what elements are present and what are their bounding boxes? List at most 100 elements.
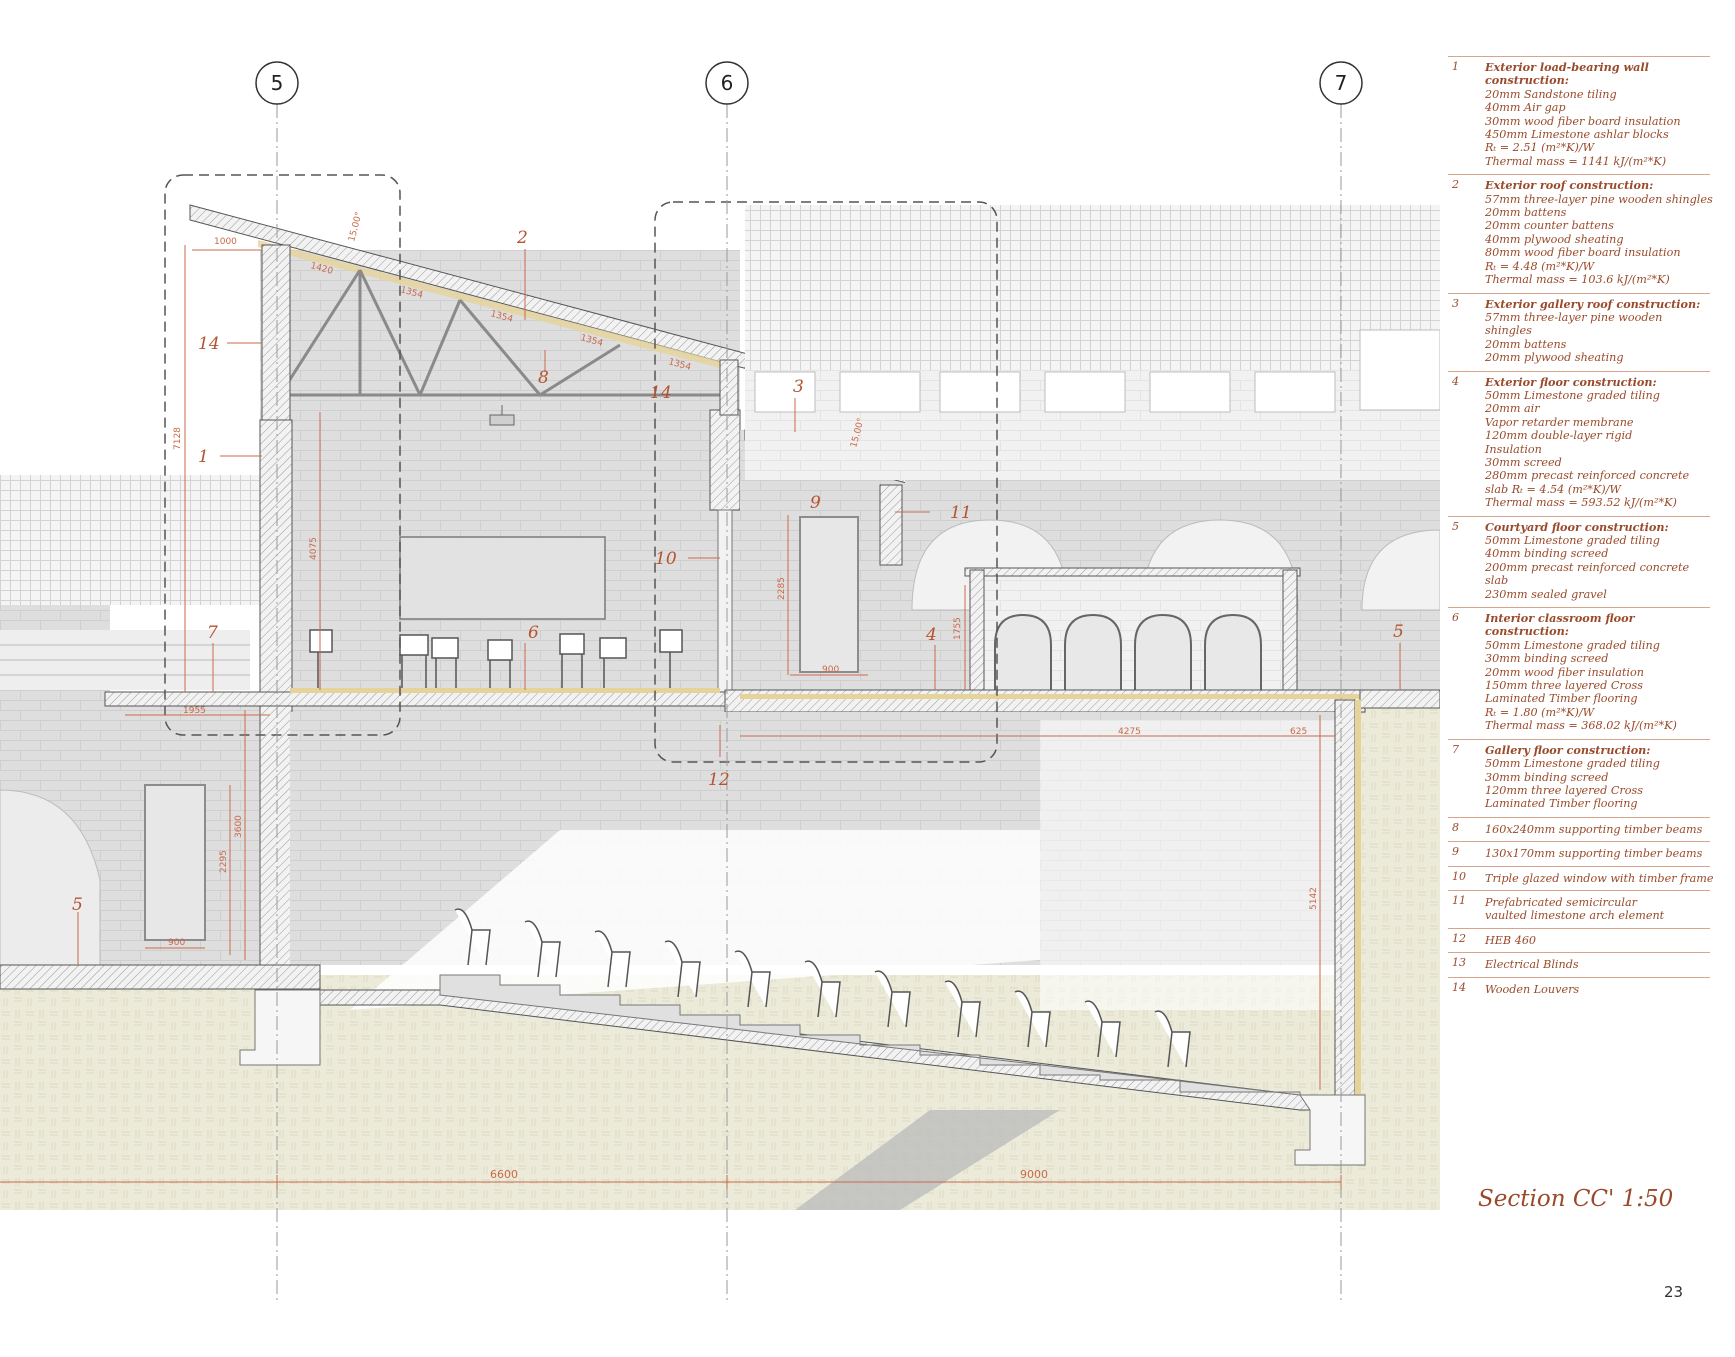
callout-9: 9 <box>810 493 821 513</box>
whiteboard <box>399 536 606 620</box>
legend-item-line: 30mm binding screed <box>1485 770 1609 784</box>
footing-right <box>1294 1094 1366 1166</box>
right-wall-insulation <box>1355 700 1361 1095</box>
legend-item-number: 11 <box>1452 893 1466 907</box>
legend-item-number: 9 <box>1452 845 1459 859</box>
dimension-lines <box>0 245 1342 1189</box>
legend-item-number: 2 <box>1452 178 1459 192</box>
lecture-hall-light <box>350 830 1040 1010</box>
legend-item-line: HEB 460 <box>1485 933 1537 947</box>
dim-1000: 1000 <box>214 237 237 247</box>
legend-item-line: Prefabricated semicircular <box>1485 895 1637 909</box>
legend-item-line: 30mm screed <box>1485 455 1562 469</box>
legend-item-line: Thermal mass = 368.02 kJ/(m²*K) <box>1485 719 1677 733</box>
legend-item-line: 120mm three layered Cross <box>1485 783 1643 797</box>
legend-item-line: 120mm double-layer rigid <box>1485 429 1633 443</box>
legend-item-number: 8 <box>1452 820 1459 834</box>
legend-item-line: 50mm Limestone graded tiling <box>1485 638 1660 652</box>
louver-bands <box>754 329 1440 413</box>
legend-item-number: 4 <box>1452 374 1459 388</box>
legend-item-number: 14 <box>1452 980 1466 994</box>
wall-axis-6-upper <box>719 359 739 416</box>
legend-item-line: 57mm three-layer pine wooden shingles <box>1485 192 1713 206</box>
detail-box-1 <box>164 174 401 736</box>
dim-625: 625 <box>1290 727 1307 737</box>
left-door <box>144 784 206 941</box>
callout-4: 4 <box>925 625 937 645</box>
roof-truss <box>278 269 725 397</box>
dim-900-gallery: 900 <box>822 665 839 675</box>
legend-item-line: 230mm sealed gravel <box>1485 587 1607 601</box>
legend-item-line: 20mm plywood sheating <box>1485 351 1624 365</box>
legend-item-line: Thermal mass = 1141 kJ/(m²*K) <box>1485 154 1667 168</box>
grid-bubble-7 <box>1319 61 1363 105</box>
legend-item-line: 450mm Limestone ashlar blocks <box>1485 128 1669 142</box>
legend-item-line: shingles <box>1485 324 1532 338</box>
legend-item-line: Rₜ = 1.80 (m²*K)/W <box>1485 705 1595 719</box>
legend-item: 3 Exterior gallery roof construction:57mm… <box>1448 292 1710 371</box>
grid-label-7: 7 <box>1335 71 1348 95</box>
grid-bubble-5 <box>255 61 299 105</box>
legend-item-line: 57mm three-layer pine wooden <box>1485 310 1663 324</box>
exterior-floor-slab <box>724 689 1366 713</box>
pavilion-roof <box>964 567 1301 577</box>
legend-item-line: 50mm Limestone graded tiling <box>1485 534 1660 547</box>
legend-item-line: 20mm battens <box>1485 206 1567 220</box>
legend-item-line: 50mm Limestone graded tiling <box>1485 757 1660 771</box>
dim-2295: 2295 <box>219 850 229 873</box>
right-retaining-wall <box>1334 699 1356 1096</box>
dim-7128: 7128 <box>173 427 183 450</box>
legend-item-line: 150mm three layered Cross <box>1485 679 1643 693</box>
gallery-column <box>879 484 903 566</box>
callout-14-left: 14 <box>198 334 220 354</box>
callout-14-right: 14 <box>650 383 672 403</box>
courtyard-paving <box>1359 689 1440 709</box>
drawing-title: Section CC' 1:50 <box>1478 1186 1674 1212</box>
classroom-furniture <box>309 629 683 688</box>
legend-item-line: 80mm wood fiber board insulation <box>1485 246 1681 260</box>
legend-item-line: Thermal mass = 103.6 kJ/(m²*K) <box>1485 273 1670 287</box>
callout-5-left: 5 <box>72 895 83 915</box>
pavilion-arches <box>994 613 1262 690</box>
legend-item-number: 12 <box>1452 931 1466 945</box>
footing-left <box>239 989 321 1066</box>
legend-item-line: 20mm counter battens <box>1485 219 1614 233</box>
ground-shadow <box>795 1110 1060 1210</box>
dim-5142: 5142 <box>1309 887 1319 910</box>
legend-item-number: 3 <box>1452 296 1459 310</box>
legend-item-line: Electrical Blinds <box>1485 958 1579 972</box>
dim-4275: 4275 <box>1118 727 1141 737</box>
legend-item-title: construction: <box>1485 73 1569 88</box>
callout-5-right: 5 <box>1393 622 1404 642</box>
legend-item-line: slab Rₜ = 4.54 (m²*K)/W <box>1485 482 1621 496</box>
legend-item-line: Laminated Timber flooring <box>1485 797 1638 811</box>
legend-item-line: 40mm binding screed <box>1485 547 1609 561</box>
lecture-chairs <box>454 908 1191 1068</box>
legend-item-line: 30mm binding screed <box>1485 652 1609 666</box>
legend-item-title: Gallery floor construction: <box>1485 742 1651 757</box>
left-arch <box>0 789 101 966</box>
classroom-floor <box>104 691 726 707</box>
wall-upper-axis-5 <box>261 244 291 421</box>
legend-item-line: 20mm air <box>1485 402 1540 416</box>
grid-bubble-6 <box>705 61 749 105</box>
legend-item-title: construction: <box>1485 624 1569 639</box>
legend-item-title: Exterior gallery roof construction: <box>1485 296 1701 311</box>
tiered-seating <box>439 974 1301 1096</box>
callout-8: 8 <box>538 368 549 388</box>
legend-item-number: 6 <box>1452 611 1459 625</box>
pavilion-side-wall <box>969 569 985 691</box>
dim-6600: 6600 <box>490 1168 518 1181</box>
pavilion-side-wall-right <box>1282 569 1298 691</box>
wall-axis-6 <box>709 409 741 511</box>
left-gallery-roof <box>0 475 260 605</box>
callout-7: 7 <box>207 623 218 643</box>
dim-1955: 1955 <box>183 706 206 716</box>
legend-item-line: slab <box>1485 574 1509 588</box>
